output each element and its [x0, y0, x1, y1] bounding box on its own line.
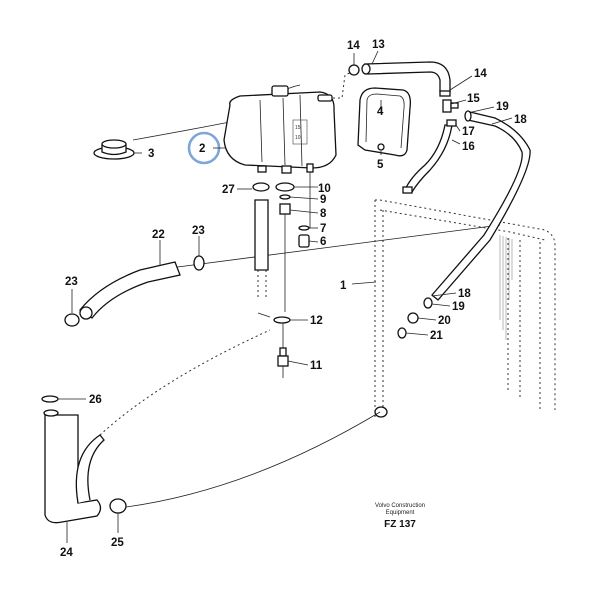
hose-18[interactable]	[431, 111, 531, 301]
callout-11[interactable]: 11	[310, 360, 323, 372]
tank-outlet-center	[281, 165, 292, 174]
hose-clamp[interactable]	[439, 90, 451, 97]
fitting-19[interactable]	[423, 297, 433, 309]
hose-clamp-radiator[interactable]	[402, 186, 413, 194]
callout-25[interactable]: 25	[111, 537, 124, 549]
callout-leaders	[58, 50, 513, 543]
level-marking-box	[292, 119, 308, 145]
callout-4[interactable]: 4	[377, 106, 384, 118]
callout-6[interactable]: 6	[320, 236, 326, 248]
seal-10[interactable]	[275, 182, 295, 192]
overflow-line	[333, 71, 353, 99]
tank-outlet-left	[257, 165, 267, 173]
callout-5[interactable]: 5	[377, 159, 384, 171]
callout-13[interactable]: 13	[372, 39, 385, 51]
callout-16[interactable]: 16	[462, 141, 475, 153]
level-mark-min: 10	[295, 135, 301, 141]
seal-27[interactable]	[252, 182, 270, 192]
hose-16[interactable]	[404, 124, 453, 193]
callout-24[interactable]: 24	[60, 547, 73, 559]
callout-21[interactable]: 21	[430, 330, 443, 342]
callout-1[interactable]: 1	[340, 280, 347, 292]
callout-15[interactable]: 15	[467, 93, 480, 105]
fitting-21[interactable]	[397, 327, 407, 339]
overflow-nipple	[317, 94, 333, 102]
tank-outlet-right	[306, 163, 314, 173]
washer-9[interactable]	[279, 194, 291, 200]
callout-23-lower[interactable]: 23	[65, 276, 78, 288]
callout-14-left[interactable]: 14	[347, 40, 360, 52]
callout-2[interactable]: 2	[199, 143, 205, 155]
reference-line	[99, 329, 271, 436]
filler-cap[interactable]	[93, 139, 135, 160]
mounting-bracket[interactable]	[357, 87, 411, 157]
hose-clamp-23[interactable]	[64, 313, 80, 327]
callout-23-upper[interactable]: 23	[192, 225, 205, 237]
callout-8[interactable]: 8	[320, 208, 327, 220]
hose-clamp-17[interactable]	[446, 119, 457, 127]
hose-clamp-23[interactable]	[193, 255, 205, 271]
caption-manufacturer-line2: Equipment	[386, 510, 415, 516]
t-connector[interactable]	[442, 99, 459, 113]
fitting-8[interactable]	[279, 203, 291, 215]
diagram-caption: Volvo Construction Equipment FZ 137	[375, 503, 425, 530]
ring-terminal-12[interactable]	[273, 316, 291, 324]
hose-clamp-19[interactable]	[464, 110, 472, 122]
callout-20[interactable]: 20	[438, 315, 451, 327]
callout-18-lower[interactable]: 18	[458, 288, 471, 300]
level-mark-max: 15	[295, 125, 301, 131]
caption-manufacturer: Volvo Construction	[375, 503, 425, 509]
hose-clamp[interactable]	[348, 64, 360, 76]
seal-26[interactable]	[41, 395, 59, 403]
callout-3[interactable]: 3	[148, 148, 154, 160]
washer-7[interactable]	[298, 225, 310, 231]
callout-10[interactable]: 10	[318, 183, 331, 195]
callout-14-right[interactable]: 14	[474, 68, 487, 80]
expansion-tank[interactable]: 15 10	[223, 85, 337, 174]
callout-9[interactable]: 9	[320, 194, 326, 206]
reference-line	[125, 411, 381, 508]
callout-27[interactable]: 27	[222, 184, 235, 196]
reference-line	[169, 224, 501, 269]
callout-26[interactable]: 26	[89, 394, 102, 406]
pipe-24[interactable]	[43, 409, 105, 524]
fitting-20[interactable]	[407, 312, 419, 324]
radiator-core-hatching	[499, 235, 513, 340]
pipe-segment[interactable]	[254, 199, 269, 271]
callout-labels: 1 2 3 4 5 6 7 8 9 10 11 12 13 14 14 15 1…	[60, 39, 527, 559]
callout-7[interactable]: 7	[320, 223, 326, 235]
callout-18-upper[interactable]: 18	[514, 114, 527, 126]
temperature-sensor-11[interactable]	[277, 347, 289, 378]
filler-neck	[271, 85, 289, 97]
callout-17[interactable]: 17	[462, 126, 475, 138]
sleeve-6[interactable]	[298, 234, 310, 248]
radiator[interactable]	[374, 199, 556, 420]
callout-19-upper[interactable]: 19	[496, 101, 509, 113]
figure-code: FZ 137	[384, 519, 416, 530]
callout-19-lower[interactable]: 19	[452, 301, 465, 313]
callout-12[interactable]: 12	[310, 315, 323, 327]
hose-22[interactable]	[79, 261, 181, 319]
radiator-outlet	[374, 406, 388, 418]
bracket-bolt	[377, 143, 385, 151]
callout-22[interactable]: 22	[152, 229, 165, 241]
hose-clamp-25[interactable]	[109, 498, 127, 514]
